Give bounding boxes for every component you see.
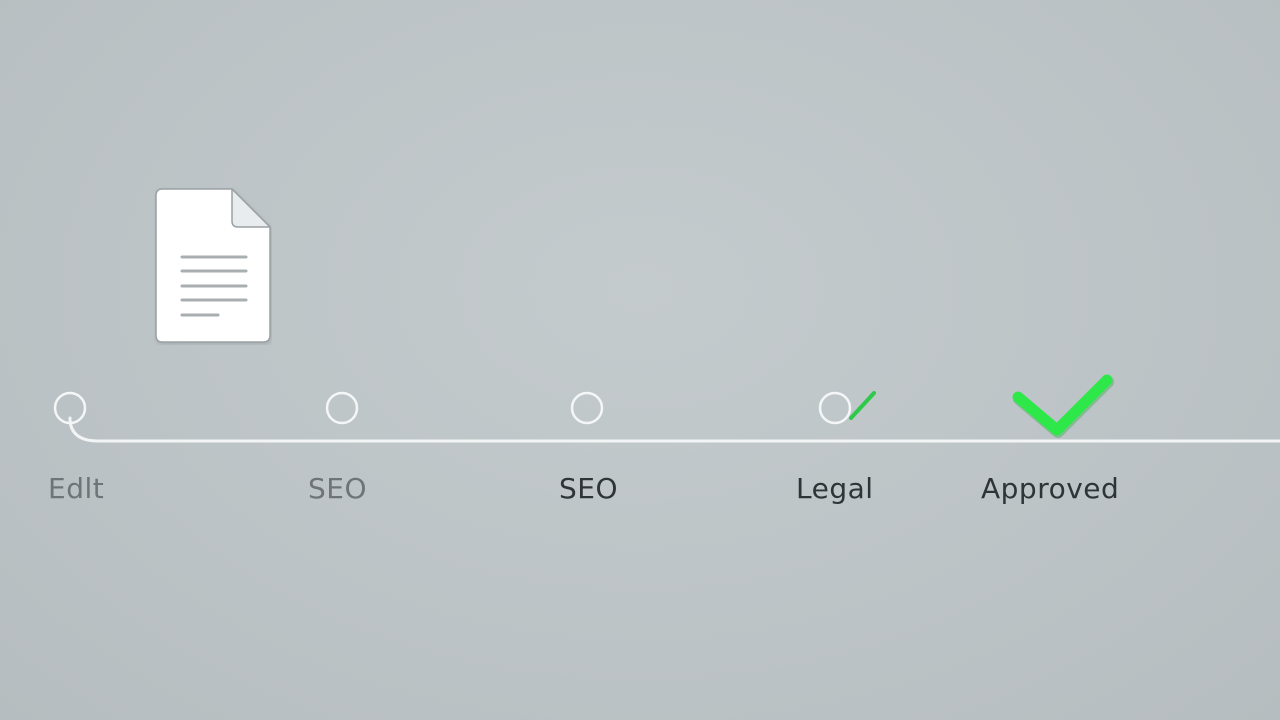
timeline-line <box>68 416 1280 443</box>
step-node-legal <box>818 391 852 425</box>
step-label-legal: Legal <box>796 472 874 505</box>
step-node-seo-2 <box>570 391 604 425</box>
step-label-approved: Approved <box>981 472 1120 505</box>
document-icon <box>154 187 272 345</box>
step-label-edit: Edlt <box>48 472 105 505</box>
step-label-seo-1: SEO <box>308 472 368 505</box>
step-node-seo-1 <box>325 391 359 425</box>
step-node-edit <box>53 391 87 425</box>
step-label-seo-2: SEO <box>559 472 619 505</box>
legal-check-mark <box>849 391 876 420</box>
checkmark-icon <box>1012 374 1114 438</box>
